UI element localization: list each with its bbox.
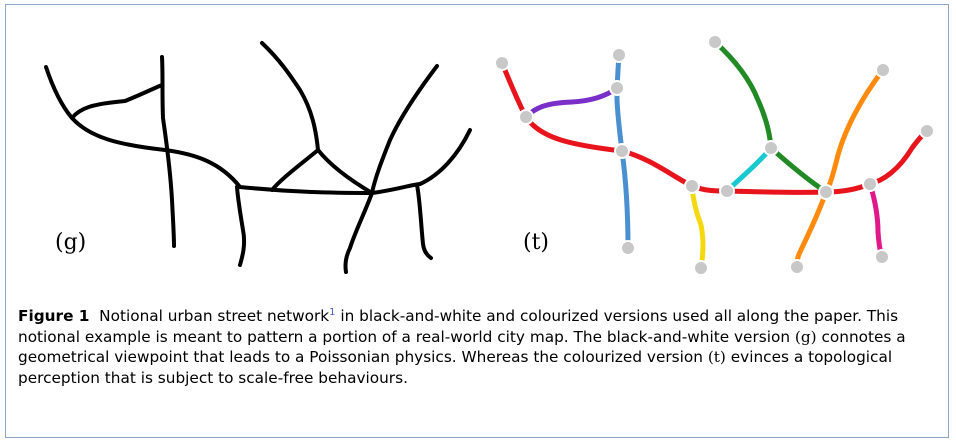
street-cyan [724, 145, 774, 194]
street-red [499, 60, 930, 195]
street-blue [614, 52, 631, 251]
caption-text: in black-and-white and colourized versio… [18, 307, 899, 346]
panel-label-t: (t) [523, 230, 550, 255]
junction-node [874, 249, 890, 265]
junction-node [614, 143, 630, 159]
caption-text: connotes a geometrical viewpoint that le… [18, 327, 906, 367]
junction-node [609, 80, 625, 96]
figure-caption: Figure 1 Notional urban street network1 … [18, 306, 933, 388]
network-t [499, 39, 930, 271]
junction-node [518, 109, 534, 125]
figure-label: Figure 1 [18, 307, 90, 325]
street-purple [523, 85, 620, 120]
street-bw [343, 64, 439, 274]
street-bw [160, 55, 176, 248]
street-bw [235, 185, 247, 267]
junction-node [611, 47, 627, 63]
junction-node [919, 123, 935, 139]
footnote-link[interactable]: 1 [329, 307, 336, 318]
junction-node [693, 260, 709, 276]
caption-text: evinces a topological perception that is… [18, 348, 893, 387]
caption-math: (g) [794, 327, 817, 346]
junction-node [875, 62, 891, 78]
junction-node [763, 140, 779, 156]
network-t-nodes [494, 34, 935, 276]
street-bw [70, 83, 164, 120]
junction-node [818, 184, 834, 200]
junction-node [494, 55, 510, 71]
street-bw [415, 183, 433, 260]
street-bw [316, 148, 374, 195]
street-bw [260, 41, 320, 152]
street-pink [867, 181, 885, 260]
panel-label-g: (g) [55, 230, 87, 255]
junction-node [684, 178, 700, 194]
network-g [44, 41, 472, 274]
street-green [712, 39, 829, 195]
junction-node [719, 183, 735, 199]
junction-node [620, 240, 636, 256]
junction-node [862, 176, 878, 192]
street-bw [270, 148, 320, 192]
street-bw [44, 65, 472, 195]
caption-math: (t) [707, 348, 726, 366]
caption-text: Notional urban street network [99, 307, 330, 325]
street-yellow [689, 183, 706, 271]
junction-node [789, 259, 805, 275]
junction-node [707, 34, 723, 50]
street-orange [794, 67, 886, 270]
